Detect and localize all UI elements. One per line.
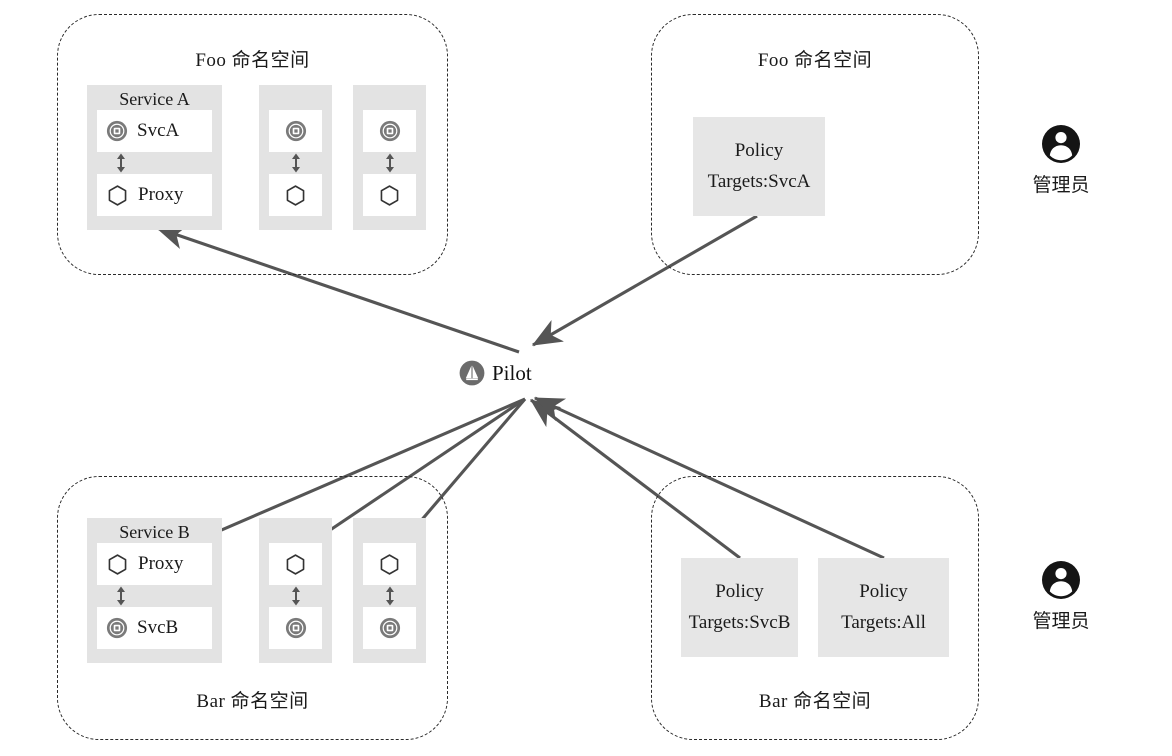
service-icon	[285, 120, 306, 142]
namespace-title: Foo 命名空间	[195, 50, 310, 71]
proxy-hexagon-icon	[380, 184, 399, 206]
container-label: Proxy	[138, 184, 184, 205]
container-proxy[interactable]	[363, 543, 416, 585]
service-icon	[285, 617, 306, 639]
namespace-bar-policies: Bar 命名空间	[651, 476, 979, 740]
container-svcb[interactable]	[269, 607, 322, 649]
proxy-hexagon-icon	[108, 553, 127, 575]
service-icon	[106, 120, 128, 142]
person-icon	[1042, 561, 1080, 599]
pod-service-a[interactable]: Service A SvcA Proxy	[87, 85, 222, 230]
service-icon	[379, 120, 400, 142]
policy-targets-svca[interactable]: Policy Targets:SvcA	[693, 117, 825, 216]
policy-targets: Targets:All	[841, 612, 926, 634]
pod-internal-link	[87, 152, 222, 174]
container-svca[interactable]	[363, 110, 416, 152]
pod-service-b-replica-2[interactable]: Service B	[259, 518, 332, 663]
pod-label: Service B	[119, 522, 190, 542]
pilot-node[interactable]: Pilot	[459, 360, 532, 386]
double-arrow-icon	[385, 586, 394, 606]
proxy-hexagon-icon	[286, 184, 305, 206]
policy-name: Policy	[715, 580, 764, 602]
pod-service-a-replica-2[interactable]: Service A	[259, 85, 332, 230]
proxy-hexagon-icon	[108, 184, 127, 206]
proxy-hexagon-icon	[286, 553, 305, 575]
namespace-foo-workloads: Foo 命名空间	[57, 14, 448, 275]
actor-label: 管理员	[1032, 610, 1090, 632]
policy-targets: Targets:SvcA	[707, 171, 811, 193]
pod-service-b-replica-3[interactable]: Service B	[353, 518, 426, 663]
policy-targets-svcb[interactable]: Policy Targets:SvcB	[681, 558, 798, 657]
actor-label: 管理员	[1032, 174, 1090, 196]
service-icon	[379, 617, 400, 639]
container-svcb[interactable]: SvcB	[97, 607, 212, 649]
person-icon	[1042, 125, 1080, 163]
pod-service-a-replica-3[interactable]: Service A	[353, 85, 426, 230]
pod-service-b[interactable]: Service B Proxy SvcB	[87, 518, 222, 663]
container-svca[interactable]: SvcA	[97, 110, 212, 152]
policy-targets-all[interactable]: Policy Targets:All	[818, 558, 949, 657]
policy-name: Policy	[734, 139, 784, 161]
policy-targets: Targets:SvcB	[688, 612, 791, 634]
container-label: Proxy	[138, 553, 184, 574]
pod-internal-link	[353, 152, 426, 174]
container-svca[interactable]	[269, 110, 322, 152]
namespace-foo-policies: Foo 命名空间	[651, 14, 979, 275]
pilot-icon	[459, 360, 485, 386]
actor-admin-bottom[interactable]: 管理员	[1006, 560, 1116, 633]
namespace-title: Bar 命名空间	[196, 691, 309, 712]
namespace-bar-workloads: Bar 命名空间	[57, 476, 448, 740]
container-label: SvcB	[137, 617, 179, 638]
double-arrow-icon	[291, 153, 300, 173]
pod-internal-link	[353, 585, 426, 607]
pod-internal-link	[259, 152, 332, 174]
double-arrow-icon	[117, 586, 125, 606]
proxy-hexagon-icon	[380, 553, 399, 575]
container-proxy[interactable]	[269, 543, 322, 585]
container-label: SvcA	[137, 120, 180, 141]
pod-label: Service A	[119, 89, 190, 109]
namespace-title: Foo 命名空间	[757, 50, 873, 71]
policy-name: Policy	[859, 580, 908, 602]
container-proxy[interactable]	[269, 174, 322, 216]
namespace-title: Bar 命名空间	[758, 691, 872, 712]
double-arrow-icon	[291, 586, 300, 606]
pod-internal-link	[87, 585, 222, 607]
pilot-label: Pilot	[492, 360, 532, 385]
container-proxy[interactable]: Proxy	[97, 174, 212, 216]
container-proxy[interactable]: Proxy	[97, 543, 212, 585]
pod-internal-link	[259, 585, 332, 607]
container-proxy[interactable]	[363, 174, 416, 216]
actor-admin-top[interactable]: 管理员	[1006, 124, 1116, 197]
service-icon	[106, 617, 128, 639]
double-arrow-icon	[385, 153, 394, 173]
double-arrow-icon	[117, 153, 125, 173]
container-svcb[interactable]	[363, 607, 416, 649]
